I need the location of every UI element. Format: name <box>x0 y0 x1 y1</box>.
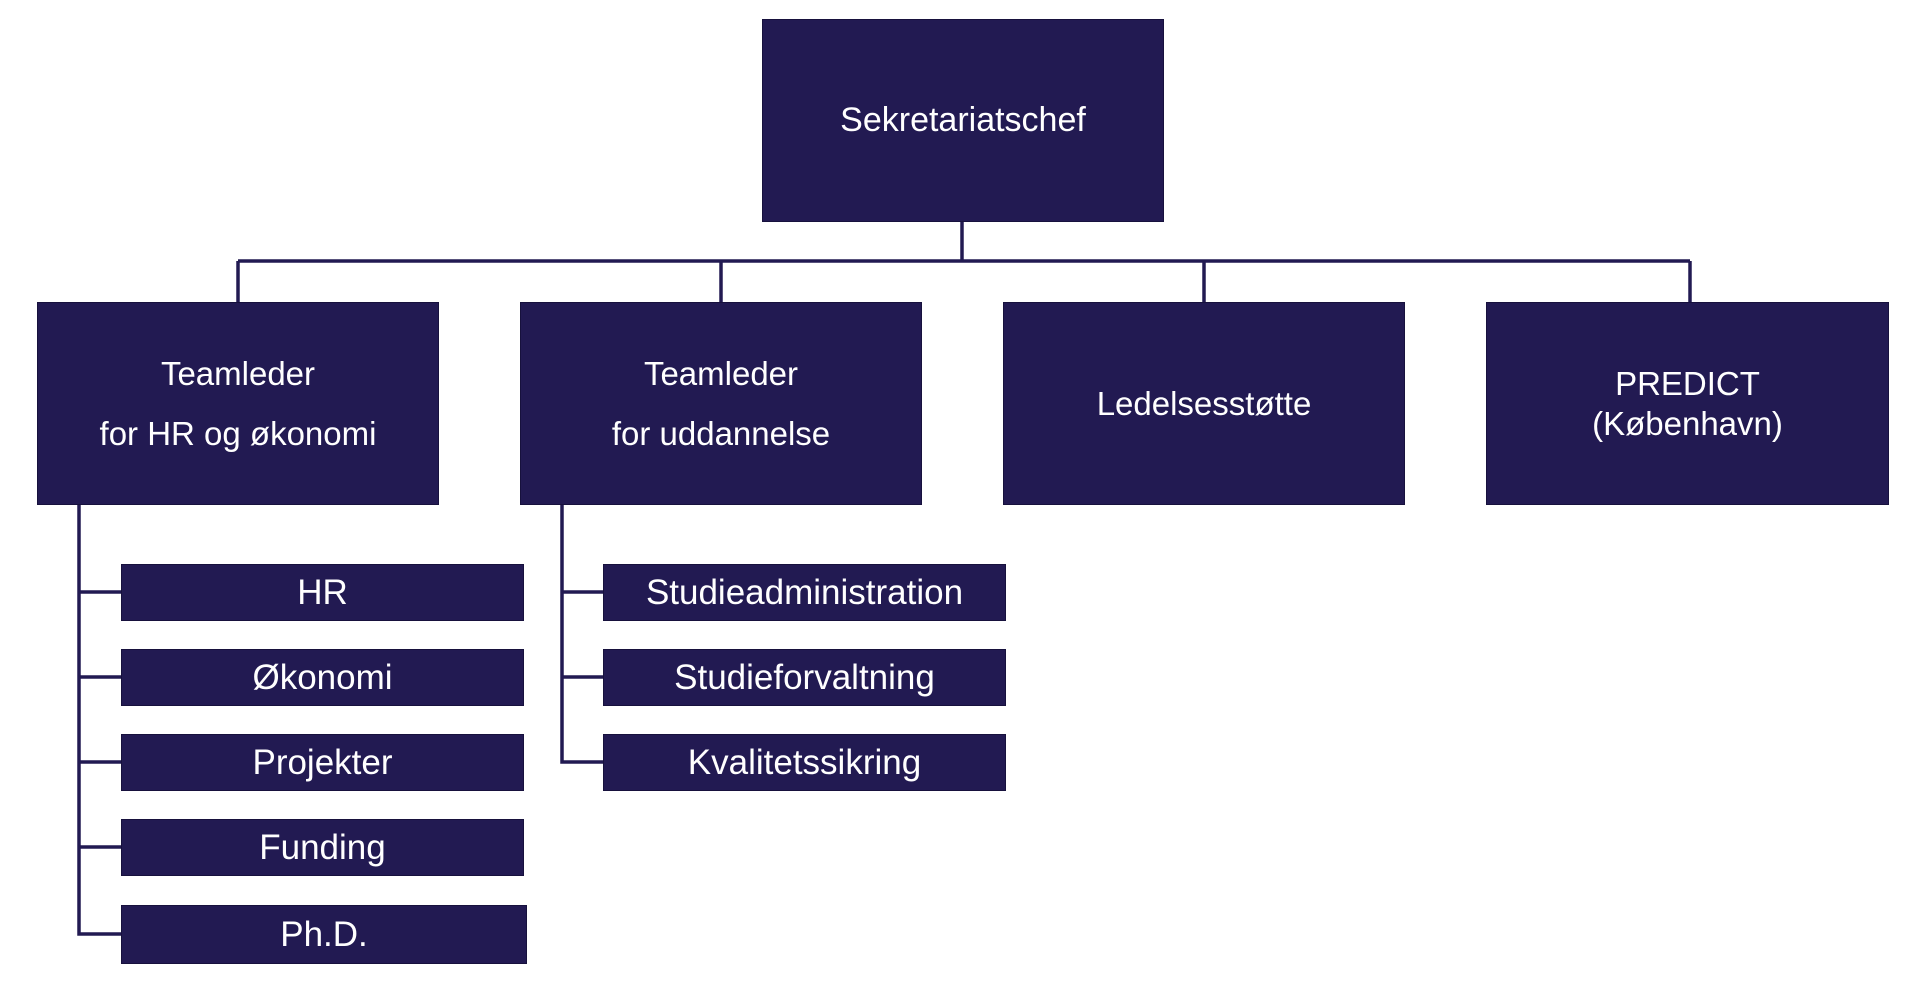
node-label-line2: for HR og økonomi <box>99 414 377 452</box>
node-projekter: Projekter <box>121 734 524 791</box>
node-label: Kvalitetssikring <box>687 742 922 782</box>
node-label-line1: PREDICT <box>1615 364 1760 402</box>
node-label: HR <box>297 572 348 612</box>
node-studieforvaltning: Studieforvaltning <box>603 649 1006 706</box>
node-label: Studieadministration <box>645 572 964 612</box>
node-label-line1: Teamleder <box>160 354 316 392</box>
node-label: Økonomi <box>252 657 393 697</box>
node-teamleder-hr-okonomi: Teamleder for HR og økonomi <box>37 302 439 505</box>
node-funding: Funding <box>121 819 524 876</box>
node-label-line1: Teamleder <box>643 354 799 392</box>
node-sekretariatschef: Sekretariatschef <box>762 19 1164 222</box>
education-team-spine <box>560 504 604 764</box>
node-label-line2: for uddannelse <box>611 414 831 452</box>
node-label: Sekretariatschef <box>840 101 1086 139</box>
hr-team-spine <box>77 504 122 936</box>
node-predict: PREDICT (København) <box>1486 302 1889 505</box>
node-studieadministration: Studieadministration <box>603 564 1006 621</box>
node-label-line1: Ledelsesstøtte <box>1096 384 1312 422</box>
node-ledelsesstotte: Ledelsesstøtte <box>1003 302 1405 505</box>
node-okonomi: Økonomi <box>121 649 524 706</box>
node-kvalitetssikring: Kvalitetssikring <box>603 734 1006 791</box>
node-label: Projekter <box>252 742 393 782</box>
node-teamleder-uddannelse: Teamleder for uddannelse <box>520 302 922 505</box>
node-hr: HR <box>121 564 524 621</box>
node-label: Studieforvaltning <box>674 657 935 697</box>
node-label-line2: (København) <box>1592 404 1783 442</box>
node-label: Funding <box>259 827 386 867</box>
node-label: Ph.D. <box>280 914 368 954</box>
node-phd: Ph.D. <box>121 905 527 964</box>
